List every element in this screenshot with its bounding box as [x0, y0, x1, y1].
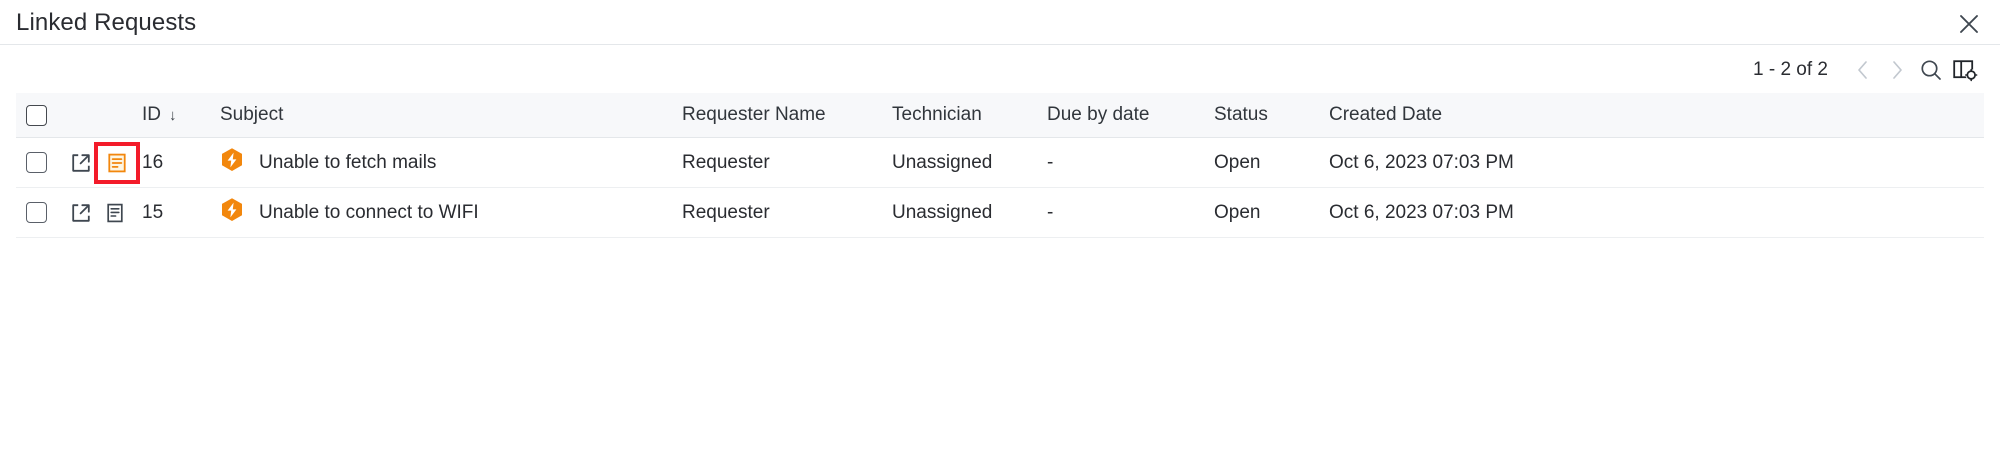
- sort-descending-icon[interactable]: ↓: [169, 106, 177, 124]
- row-subject-cell: Unable to connect to WIFI: [220, 187, 682, 238]
- table-header-row: ID ↓ Subject Requester Name Technician D…: [16, 93, 1984, 138]
- column-settings-icon[interactable]: [1948, 55, 1982, 85]
- notes-icon[interactable]: [98, 202, 132, 224]
- row-technician: Unassigned: [892, 187, 1047, 238]
- external-link-icon[interactable]: [64, 202, 98, 224]
- row-actions-cell: [64, 187, 142, 238]
- row-id: 15: [142, 187, 220, 238]
- grid-toolbar: 1 - 2 of 2: [0, 45, 2000, 93]
- column-header-status[interactable]: Status: [1214, 93, 1329, 138]
- dialog-title-bar: Linked Requests: [0, 0, 2000, 45]
- external-link-icon[interactable]: [64, 152, 98, 174]
- row-subject-text[interactable]: Unable to connect to WIFI: [259, 201, 479, 223]
- row-select-cell: [16, 187, 64, 238]
- column-header-created-date[interactable]: Created Date: [1329, 93, 1984, 138]
- row-status: Open: [1214, 137, 1329, 188]
- row-id: 16: [142, 137, 220, 188]
- request-hexagon-icon: [220, 147, 244, 179]
- pagination-count: 1 - 2 of 2: [1753, 59, 1828, 80]
- row-created-date: Oct 6, 2023 07:03 PM: [1329, 137, 1984, 188]
- table-row[interactable]: 16 Unable to fetch mails Requester Unass…: [16, 137, 1984, 188]
- column-header-technician[interactable]: Technician: [892, 93, 1047, 138]
- page-title: Linked Requests: [16, 9, 197, 36]
- row-requester-name: Requester: [682, 187, 892, 238]
- request-hexagon-icon: [220, 197, 244, 229]
- row-subject-text[interactable]: Unable to fetch mails: [259, 151, 437, 173]
- row-select-cell: [16, 137, 64, 188]
- row-status: Open: [1214, 187, 1329, 238]
- row-technician: Unassigned: [892, 137, 1047, 188]
- row-subject-cell: Unable to fetch mails: [220, 137, 682, 188]
- row-checkbox[interactable]: [26, 152, 47, 173]
- row-created-date: Oct 6, 2023 07:03 PM: [1329, 187, 1984, 238]
- search-icon[interactable]: [1914, 55, 1948, 85]
- notes-icon[interactable]: [94, 141, 140, 184]
- row-requester-name: Requester: [682, 137, 892, 188]
- column-header-subject[interactable]: Subject: [220, 93, 682, 138]
- chevron-left-icon[interactable]: [1846, 55, 1880, 85]
- column-header-due-by-date[interactable]: Due by date: [1047, 93, 1214, 138]
- row-due-by-date: -: [1047, 187, 1214, 238]
- linked-requests-table: ID ↓ Subject Requester Name Technician D…: [16, 93, 1984, 238]
- column-header-requester-name[interactable]: Requester Name: [682, 93, 892, 138]
- toolbar-actions: 1 - 2 of 2: [1753, 55, 1982, 85]
- actions-header: [64, 93, 142, 138]
- select-all-checkbox[interactable]: [26, 104, 47, 126]
- row-actions-cell: [64, 137, 142, 188]
- column-header-id-label: ID: [142, 104, 161, 125]
- row-due-by-date: -: [1047, 137, 1214, 188]
- table-row[interactable]: 15 Unable to connect to WIFI Requester U…: [16, 187, 1984, 238]
- row-checkbox[interactable]: [26, 202, 47, 223]
- close-icon[interactable]: [1956, 11, 1982, 37]
- select-all-header: [16, 93, 64, 138]
- column-header-id[interactable]: ID ↓: [142, 93, 220, 138]
- chevron-right-icon[interactable]: [1880, 55, 1914, 85]
